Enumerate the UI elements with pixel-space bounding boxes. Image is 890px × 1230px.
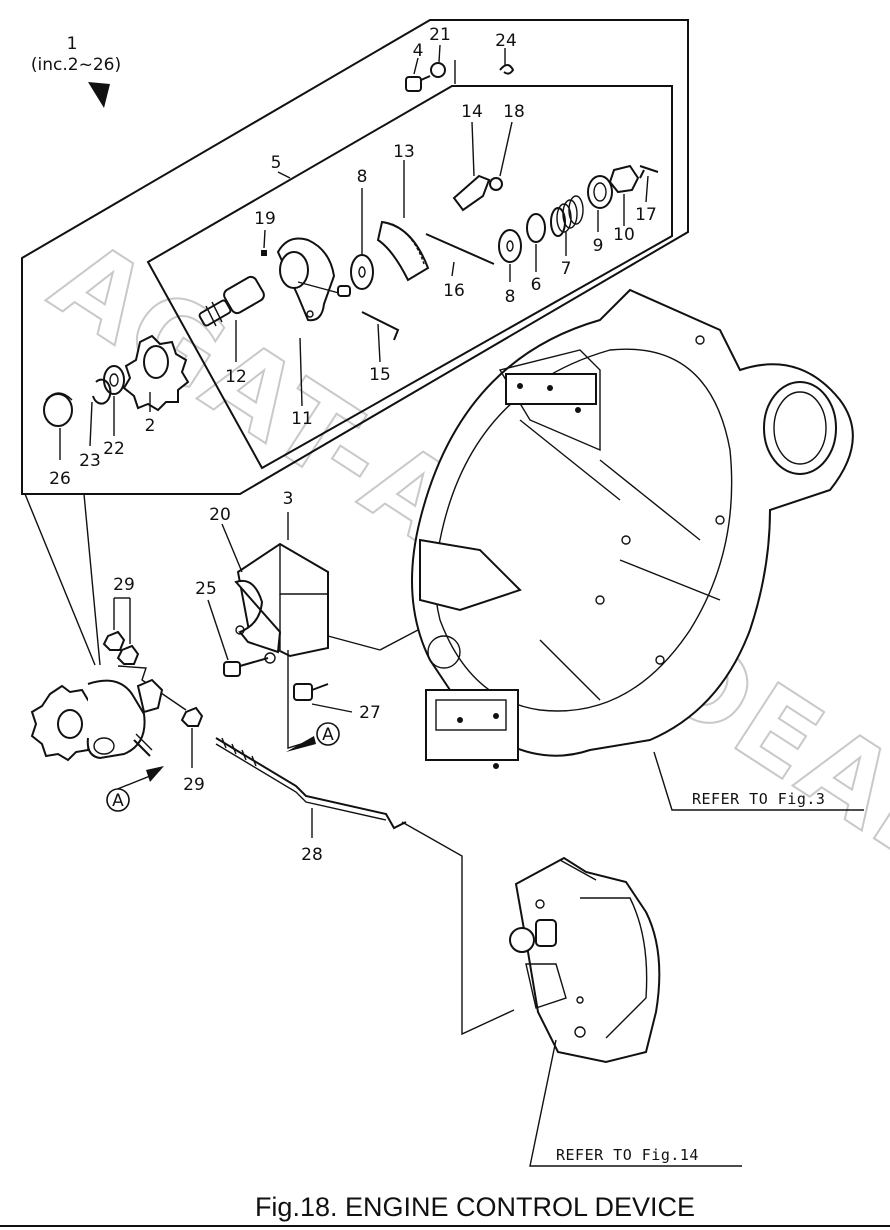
callout-18: 18 bbox=[503, 102, 525, 122]
callout-10: 10 bbox=[613, 225, 635, 245]
callout-20: 20 bbox=[209, 505, 231, 525]
part-14-lever bbox=[452, 174, 491, 212]
part-8-washer-b bbox=[498, 229, 522, 263]
callout-9: 9 bbox=[593, 236, 604, 256]
callout-14: 14 bbox=[461, 102, 483, 122]
part-28-control-rod bbox=[215, 737, 407, 830]
callout-16: 16 bbox=[443, 281, 465, 301]
part-24-clip bbox=[499, 64, 515, 75]
assembly-includes: (inc.2~26) bbox=[31, 55, 121, 75]
callout-26: 26 bbox=[49, 469, 71, 489]
part-15-link-rod bbox=[361, 311, 400, 341]
part-11-lever bbox=[276, 237, 336, 322]
part-6-washer bbox=[526, 213, 546, 243]
callout-4: 4 bbox=[413, 41, 424, 61]
callout-29-bottom: 29 bbox=[183, 775, 205, 795]
callout-13: 13 bbox=[393, 142, 415, 162]
part-29-nut-c bbox=[180, 706, 204, 727]
part-27-bolt bbox=[293, 683, 329, 701]
svg-text:A: A bbox=[322, 725, 334, 745]
callout-2: 2 bbox=[145, 416, 156, 436]
callout-22: 22 bbox=[103, 439, 125, 459]
assembly-number: 1 bbox=[67, 34, 78, 54]
part-18-screw bbox=[489, 177, 503, 191]
assembly-arrow-icon bbox=[88, 82, 110, 108]
part-20-gasket bbox=[234, 580, 282, 654]
part-26-cap-nut bbox=[43, 392, 73, 427]
callout-23: 23 bbox=[79, 451, 101, 471]
assembly-frame bbox=[21, 19, 689, 495]
part-25-bolt bbox=[223, 652, 276, 677]
part-29-nut bbox=[102, 630, 126, 651]
part-13-sector-gear bbox=[376, 220, 430, 282]
callout-11: 11 bbox=[291, 409, 313, 429]
flywheel-housing bbox=[411, 288, 854, 769]
part-7-spring bbox=[550, 195, 584, 237]
refer-fig14-label: REFER TO Fig.14 bbox=[556, 1146, 699, 1164]
figure-caption: Fig.18. ENGINE CONTROL DEVICE bbox=[255, 1192, 695, 1222]
callout-21: 21 bbox=[429, 25, 451, 45]
callout-28: 28 bbox=[301, 845, 323, 865]
part-17-cotter-pin bbox=[639, 165, 659, 179]
callout-12: 12 bbox=[225, 367, 247, 387]
detail-marker-a-right: A bbox=[316, 722, 340, 746]
callout-8-top: 8 bbox=[357, 167, 368, 187]
part-19-pin bbox=[261, 250, 267, 256]
subassembly-frame bbox=[146, 85, 673, 470]
part-10-nut bbox=[608, 164, 640, 194]
callout-3: 3 bbox=[283, 489, 294, 509]
part-16-pin bbox=[425, 233, 495, 265]
callout-5: 5 bbox=[271, 153, 282, 173]
callout-8-right: 8 bbox=[505, 287, 516, 307]
part-22-washer bbox=[103, 365, 125, 395]
part-23-snap-ring bbox=[92, 378, 112, 405]
knob-assembly-installed bbox=[30, 678, 164, 762]
callout-6: 6 bbox=[531, 275, 542, 295]
detail-marker-a-left: A bbox=[106, 788, 130, 812]
callout-29-top: 29 bbox=[113, 575, 135, 595]
part-2-knob bbox=[122, 334, 190, 412]
pump-housing bbox=[509, 856, 661, 1064]
part-21-washer bbox=[430, 62, 446, 78]
callout-24: 24 bbox=[495, 31, 517, 51]
callout-7: 7 bbox=[561, 259, 572, 279]
callout-25: 25 bbox=[195, 579, 217, 599]
callout-19: 19 bbox=[254, 209, 276, 229]
part-8-washer bbox=[350, 254, 374, 290]
callout-15: 15 bbox=[369, 365, 391, 385]
svg-text:A: A bbox=[112, 791, 124, 811]
callout-17: 17 bbox=[635, 205, 657, 225]
part-12-shaft bbox=[198, 275, 265, 327]
part-4-bolt bbox=[405, 75, 431, 92]
callout-27: 27 bbox=[359, 703, 381, 723]
part-9-bushing bbox=[587, 175, 613, 209]
refer-fig3-label: REFER TO Fig.3 bbox=[692, 790, 825, 808]
part-29-nut-b bbox=[116, 644, 140, 665]
